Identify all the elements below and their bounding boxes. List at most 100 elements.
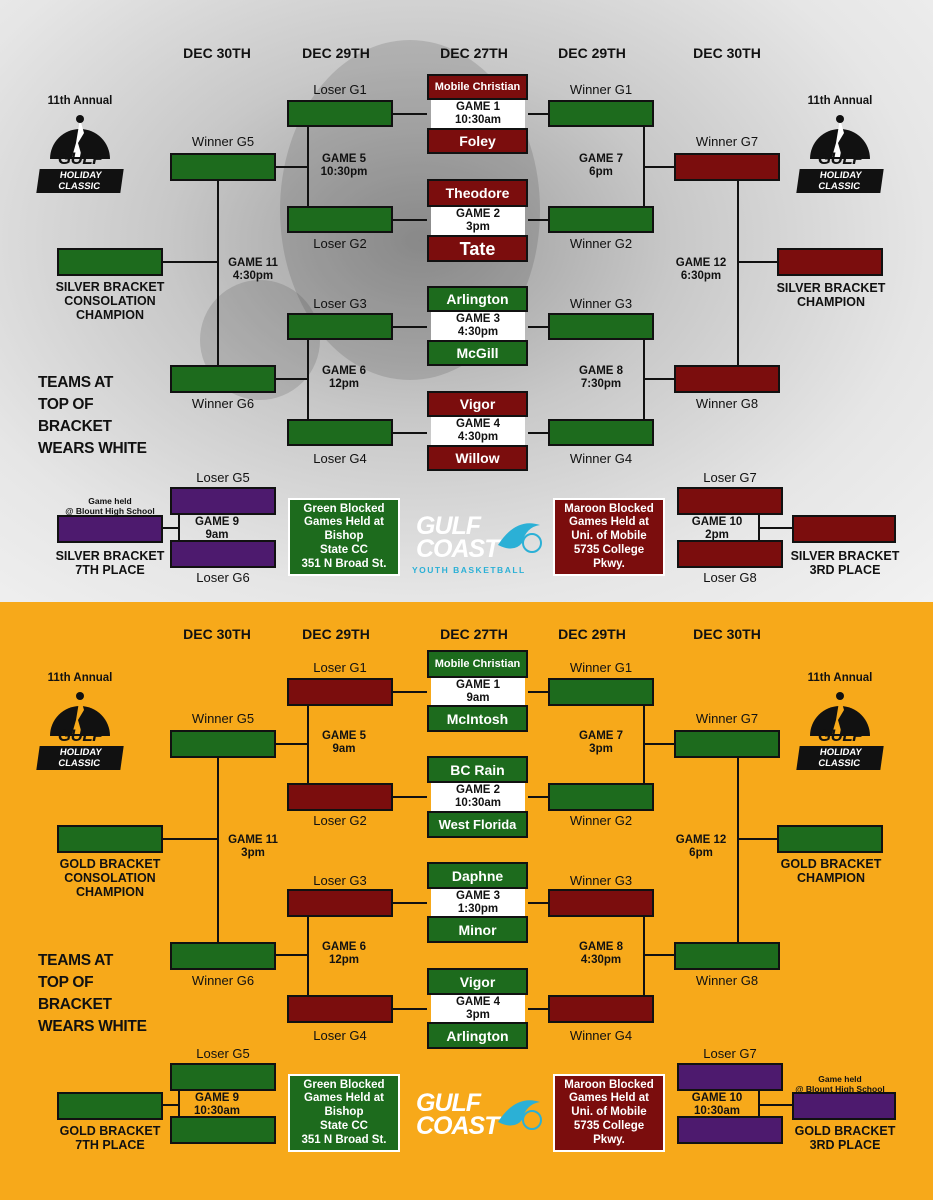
connector	[645, 743, 674, 745]
game-time: 12pm	[328, 954, 360, 967]
venue-line: 351 N Broad St.	[301, 557, 387, 570]
bracket-label: Winner G8	[695, 396, 759, 411]
team-box-west-florida: West Florida	[427, 811, 528, 838]
bracket-label: Winner G5	[191, 134, 255, 149]
title-line: 3RD PLACE	[809, 562, 881, 577]
title-line: CHAMPION	[796, 870, 866, 885]
note-line: @ Blount High School	[65, 506, 155, 516]
game-held-note: Game held@ Blount High School	[785, 1074, 895, 1094]
note-line: TEAMS AT	[38, 952, 114, 969]
connector	[307, 127, 309, 206]
slot-loser-g5	[170, 1063, 276, 1091]
venue-line: Games Held at	[569, 516, 649, 529]
game-number: GAME 11	[228, 834, 278, 846]
title-line: GOLD BRACKET	[59, 1124, 161, 1138]
game-number: GAME 1	[455, 678, 501, 691]
connector	[178, 1091, 180, 1116]
wave-icon	[498, 523, 542, 553]
logo-holiday-classic: HOLIDAY CLASSIC	[796, 169, 884, 193]
slot-loser-g3	[287, 313, 393, 340]
venue-line: Games Held at	[304, 516, 384, 529]
wordmark-line: GULF	[416, 512, 481, 540]
slot-winner-g4	[548, 995, 654, 1023]
slot-winner-g4	[548, 419, 654, 446]
team-box-foley: Foley	[427, 128, 528, 154]
slot-winner-g5	[170, 153, 276, 181]
bracket-label: Winner G1	[569, 660, 633, 675]
slot-loser-g7	[677, 1063, 783, 1091]
connector	[393, 219, 427, 221]
wordmark-line: GULF	[416, 1089, 481, 1117]
team-box-bc-rain: BC Rain	[427, 756, 528, 783]
connector	[528, 691, 548, 693]
slot-loser-g2	[287, 206, 393, 233]
game-time: 6:30pm	[680, 270, 722, 283]
bracket-label: Winner G6	[191, 973, 255, 988]
game-time: 6pm	[589, 166, 613, 179]
connector	[217, 181, 219, 365]
note-line: WEARS WHITE	[38, 440, 147, 457]
venue-line: 5735 College	[573, 543, 645, 556]
game-time: 4:30pm	[232, 270, 274, 283]
silver-bracket-panel: DEC 30TH DEC 29TH DEC 27TH DEC 29TH DEC …	[0, 0, 933, 602]
game-time: 9am	[332, 743, 356, 756]
slot-loser-g1	[287, 678, 393, 706]
team-box-arlington: Arlington	[427, 286, 528, 312]
slot-loser-g3	[287, 889, 393, 917]
slot-bracket-champion	[777, 825, 883, 853]
game-time: 6pm	[689, 847, 713, 860]
game-time: 3pm	[466, 221, 490, 233]
basketball-player-icon	[810, 692, 870, 736]
game-time: 4:30pm	[457, 326, 499, 338]
connector	[162, 261, 217, 263]
connector	[643, 340, 645, 419]
connector	[645, 166, 674, 168]
holiday-classic-logo: 11th Annual GULF COAST HOLIDAY CLASSIC	[790, 95, 890, 215]
connector	[393, 796, 427, 798]
team-box-mobile-christian: Mobile Christian	[427, 74, 528, 100]
title-line: 3RD PLACE	[809, 1137, 881, 1152]
note-line: TEAMS AT	[38, 374, 114, 391]
slot-winner-g7	[674, 730, 780, 758]
bracket-label: Loser G7	[703, 470, 757, 485]
game-number: GAME 2	[455, 207, 501, 220]
connector	[307, 917, 309, 995]
venue-line: Uni. of Mobile	[571, 530, 647, 543]
date-header: DEC 30TH	[183, 626, 251, 642]
date-header: DEC 30TH	[183, 45, 251, 61]
game-number: GAME 7	[578, 153, 624, 165]
connector	[276, 743, 307, 745]
connector	[307, 340, 309, 419]
game-number: GAME 12	[675, 834, 727, 846]
venue-line: Pkwy.	[593, 557, 625, 570]
title-line: GOLD BRACKET	[794, 1124, 896, 1138]
slot-consolation-champion	[57, 825, 163, 853]
logo-annual: 11th Annual	[807, 95, 873, 107]
youth-logo-tagline: YOUTH BASKETBALL	[412, 565, 526, 575]
game-time: 4:30pm	[457, 431, 499, 443]
holiday-classic-logo: 11th Annual GULF COAST HOLIDAY CLASSIC	[30, 672, 130, 792]
title-line: CHAMPION	[75, 884, 145, 899]
game-number: GAME 10	[691, 516, 743, 528]
date-header: DEC 29TH	[558, 45, 626, 61]
slot-winner-g8	[674, 942, 780, 970]
slot-loser-g4	[287, 995, 393, 1023]
venue-line: State CC	[320, 543, 368, 556]
date-header: DEC 29TH	[302, 45, 370, 61]
bracket-label: Loser G4	[313, 1028, 367, 1043]
game-time: 10:30am	[693, 1105, 741, 1118]
wordmark-line: COAST	[416, 534, 499, 563]
